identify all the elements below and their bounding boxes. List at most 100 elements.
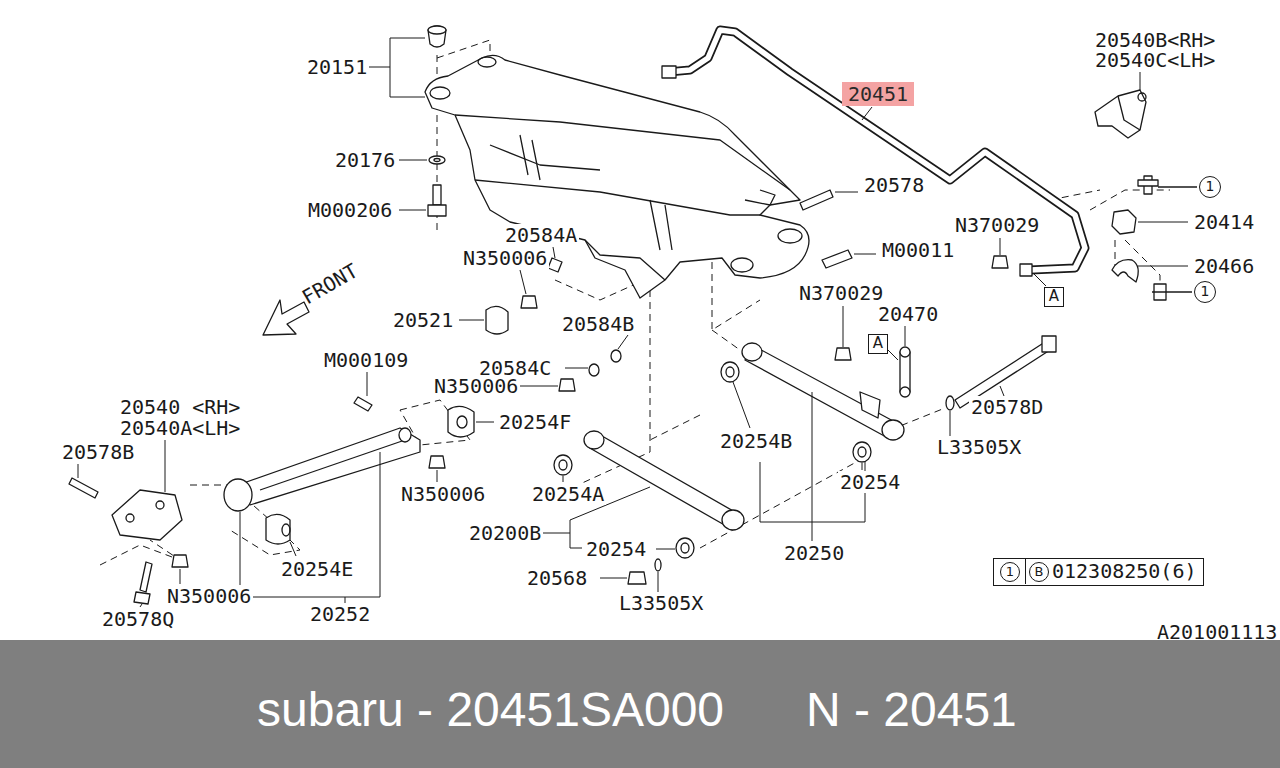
drawing-stroke xyxy=(555,280,640,300)
drawing-stroke xyxy=(900,387,910,397)
node-text: 20451 xyxy=(848,82,908,106)
part-number: 20151 xyxy=(305,56,369,78)
drawing-stroke xyxy=(745,190,775,205)
drawing-stroke xyxy=(126,514,134,522)
node-text: 1 xyxy=(1006,564,1014,579)
drawing-stroke xyxy=(1112,260,1138,282)
node-text: 1 xyxy=(1206,178,1215,194)
drawing-stroke xyxy=(134,592,150,604)
part-number: N350006 xyxy=(399,483,487,505)
node-text: A xyxy=(1049,287,1059,305)
drawing-stroke xyxy=(565,368,588,369)
drawing-stroke xyxy=(428,205,446,216)
drawing-stroke xyxy=(1020,264,1032,276)
part-number: 20578Q xyxy=(100,608,176,630)
drawing-stroke xyxy=(618,335,628,349)
drawing-stroke xyxy=(1138,93,1146,101)
part-number: M000109 xyxy=(322,349,410,371)
drawing-stroke xyxy=(1000,238,1001,255)
front-arrow xyxy=(263,300,309,335)
reference-box: A xyxy=(1044,287,1064,307)
drawing-stroke xyxy=(354,397,372,411)
drawing-stroke xyxy=(553,247,555,258)
part-number: N350006 xyxy=(432,375,520,397)
drawing-stroke xyxy=(475,180,760,215)
band-text: N - 20451 xyxy=(806,684,1017,736)
drawing-stroke xyxy=(858,447,866,457)
drawing-stroke xyxy=(282,524,290,536)
part-number: 20254B xyxy=(718,430,794,452)
drawing-stroke xyxy=(658,572,659,592)
drawing-stroke xyxy=(854,254,876,255)
drawing-stroke xyxy=(455,115,790,190)
drawing-stroke xyxy=(668,30,1085,270)
part-number: 20584B xyxy=(560,313,636,335)
drawing-stroke xyxy=(78,464,79,478)
drawing-stroke xyxy=(584,431,604,449)
drawing-stroke xyxy=(745,345,895,438)
mount-parts xyxy=(428,26,446,216)
drawing-stroke xyxy=(853,442,871,462)
reference-circle: 1 xyxy=(1199,176,1221,198)
node-text: 1 xyxy=(1201,283,1210,299)
part-number: 20540B<RH> xyxy=(1093,29,1217,51)
part-number: 20254 xyxy=(838,471,902,493)
drawing-stroke xyxy=(140,604,142,607)
part-number: L33505X xyxy=(617,592,705,614)
drawing-stroke xyxy=(100,540,180,565)
part-number: L33505X xyxy=(935,436,1023,458)
drawing-stroke xyxy=(554,455,572,475)
fastener-note-box: 012308250(6) 1 B xyxy=(993,558,1204,586)
drawing-stroke xyxy=(950,411,951,436)
drawing-stroke xyxy=(266,514,290,544)
part-number: 20578B xyxy=(60,441,136,463)
drawing-stroke xyxy=(662,66,676,78)
reference-circle: 1 xyxy=(1194,281,1216,303)
part-number: 20540 <RH> xyxy=(118,396,242,418)
drawing-stroke xyxy=(900,352,910,392)
node-text: B xyxy=(1035,564,1044,579)
drawing-stroke xyxy=(434,159,440,162)
drawing-stroke xyxy=(367,372,368,396)
part-number: 20250 xyxy=(782,542,846,564)
drawing-stroke xyxy=(428,26,446,47)
part-number: N370029 xyxy=(797,282,885,304)
drawing-stroke xyxy=(1118,96,1140,130)
part-number: 20540A<LH> xyxy=(118,417,242,439)
drawing-stroke xyxy=(712,330,740,350)
drawing-stroke xyxy=(156,501,164,509)
part-number: 20414 xyxy=(1192,211,1256,233)
drawing-stroke xyxy=(589,364,599,376)
drawing-stroke xyxy=(478,57,496,67)
drawing-stroke xyxy=(822,250,852,268)
highlighted-part-number: 20451 xyxy=(842,82,914,106)
part-number: 20540C<LH> xyxy=(1093,49,1217,71)
node-text: 012308250(6) xyxy=(1052,559,1197,583)
part-number: N370029 xyxy=(953,214,1041,236)
node-text: A xyxy=(873,334,883,352)
drawing-stroke xyxy=(650,415,700,440)
drawing-stroke xyxy=(1042,336,1056,352)
drawing-stroke xyxy=(946,396,954,410)
part-number: 20254 xyxy=(584,538,648,560)
drawing-stroke xyxy=(140,562,152,592)
drawing-stroke xyxy=(238,428,420,505)
drawing-stroke xyxy=(585,240,665,280)
drawing-stroke xyxy=(260,440,405,490)
drawing-stroke xyxy=(240,452,380,603)
part-number: 20254A xyxy=(530,483,606,505)
drawing-stroke xyxy=(800,190,833,210)
part-number: N350006 xyxy=(461,247,549,269)
part-number: 20578D xyxy=(969,396,1045,418)
part-number: 20200B xyxy=(467,522,543,544)
drawing-stroke xyxy=(628,572,646,584)
drawing-stroke xyxy=(1115,240,1116,265)
drawing-stroke xyxy=(650,200,672,250)
drawing-stroke xyxy=(835,192,858,193)
drawing-stroke xyxy=(224,479,252,511)
part-number: M00011 xyxy=(880,239,956,261)
drawing-stroke xyxy=(437,470,438,482)
part-number: 20254E xyxy=(279,558,355,580)
drawing-stroke xyxy=(862,463,863,470)
